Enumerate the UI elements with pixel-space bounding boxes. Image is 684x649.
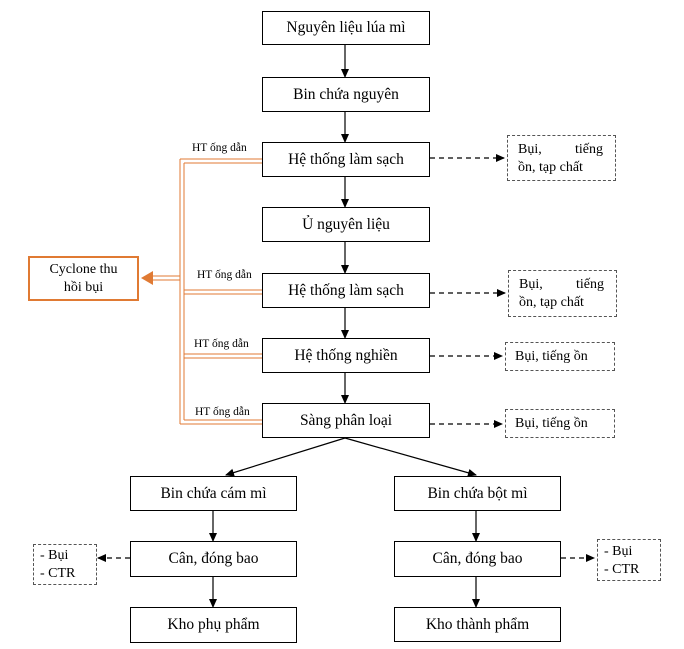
emission-arrows [97, 154, 595, 562]
emission-milling-text: Bụi, tiếng ồn [515, 349, 588, 364]
emission-flour-packing-1: - Bụi [604, 544, 633, 559]
emission-bran-packing: - Bụi - CTR [33, 544, 97, 585]
emission-cleaning-1-right: tiếng [575, 142, 603, 157]
node-cleaning-2: Hệ thống làm sạch [262, 273, 430, 308]
duct-label-4: HT ống dẫn [195, 406, 250, 418]
node-conditioning: Ủ nguyên liệu [262, 207, 430, 242]
emission-cleaning-2: Bụi, tiếng ồn, tạp chất [508, 270, 617, 317]
emission-flour-packing-2: - CTR [604, 562, 640, 577]
main-flow-arrows [209, 45, 480, 608]
emission-cleaning-2-line2: ồn, tạp chất [519, 295, 584, 310]
node-bran-packing: Cân, đóng bao [130, 541, 297, 577]
duct-label-2: HT ống dẫn [197, 269, 252, 281]
emission-sieving: Bụi, tiếng ồn [505, 409, 615, 438]
cyclone-line-1: Cyclone thu [49, 262, 118, 277]
node-milling: Hệ thống nghiền [262, 338, 430, 373]
emission-cleaning-1-line2: ồn, tạp chất [518, 160, 583, 175]
node-product-store: Kho thành phẩm [394, 607, 561, 642]
duct-lines [150, 158, 262, 425]
emission-bran-packing-1: - Bụi [40, 548, 69, 563]
node-cleaning-1: Hệ thống làm sạch [262, 142, 430, 177]
node-raw-material: Nguyên liệu lúa mì [262, 11, 430, 45]
emission-milling: Bụi, tiếng ồn [505, 342, 615, 371]
cyclone-line-2: hồi bụi [63, 279, 104, 295]
node-raw-silo: Bin chứa nguyên [262, 77, 430, 112]
emission-cleaning-1: Bụi, tiếng ồn, tạp chất [507, 135, 616, 181]
node-bran-silo: Bin chứa cám mì [130, 476, 297, 511]
duct-label-1: HT ống dẫn [192, 142, 247, 154]
node-flour-silo: Bin chứa bột mì [394, 476, 561, 511]
node-flour-packing: Cân, đóng bao [394, 541, 561, 577]
node-byproduct-store: Kho phụ phẩm [130, 607, 297, 643]
node-cyclone: Cyclone thu hồi bụi [28, 256, 139, 301]
emission-flour-packing: - Bụi - CTR [597, 539, 661, 581]
emission-cleaning-1-left: Bụi, [518, 142, 542, 157]
duct-label-3: HT ống dẫn [194, 338, 249, 350]
cyclone-arrowhead [141, 271, 153, 285]
emission-cleaning-2-left: Bụi, [519, 277, 543, 292]
emission-bran-packing-2: - CTR [40, 566, 76, 581]
emission-cleaning-2-right: tiếng [576, 277, 604, 292]
node-sieving: Sàng phân loại [262, 403, 430, 438]
emission-sieving-text: Bụi, tiếng ồn [515, 416, 588, 431]
